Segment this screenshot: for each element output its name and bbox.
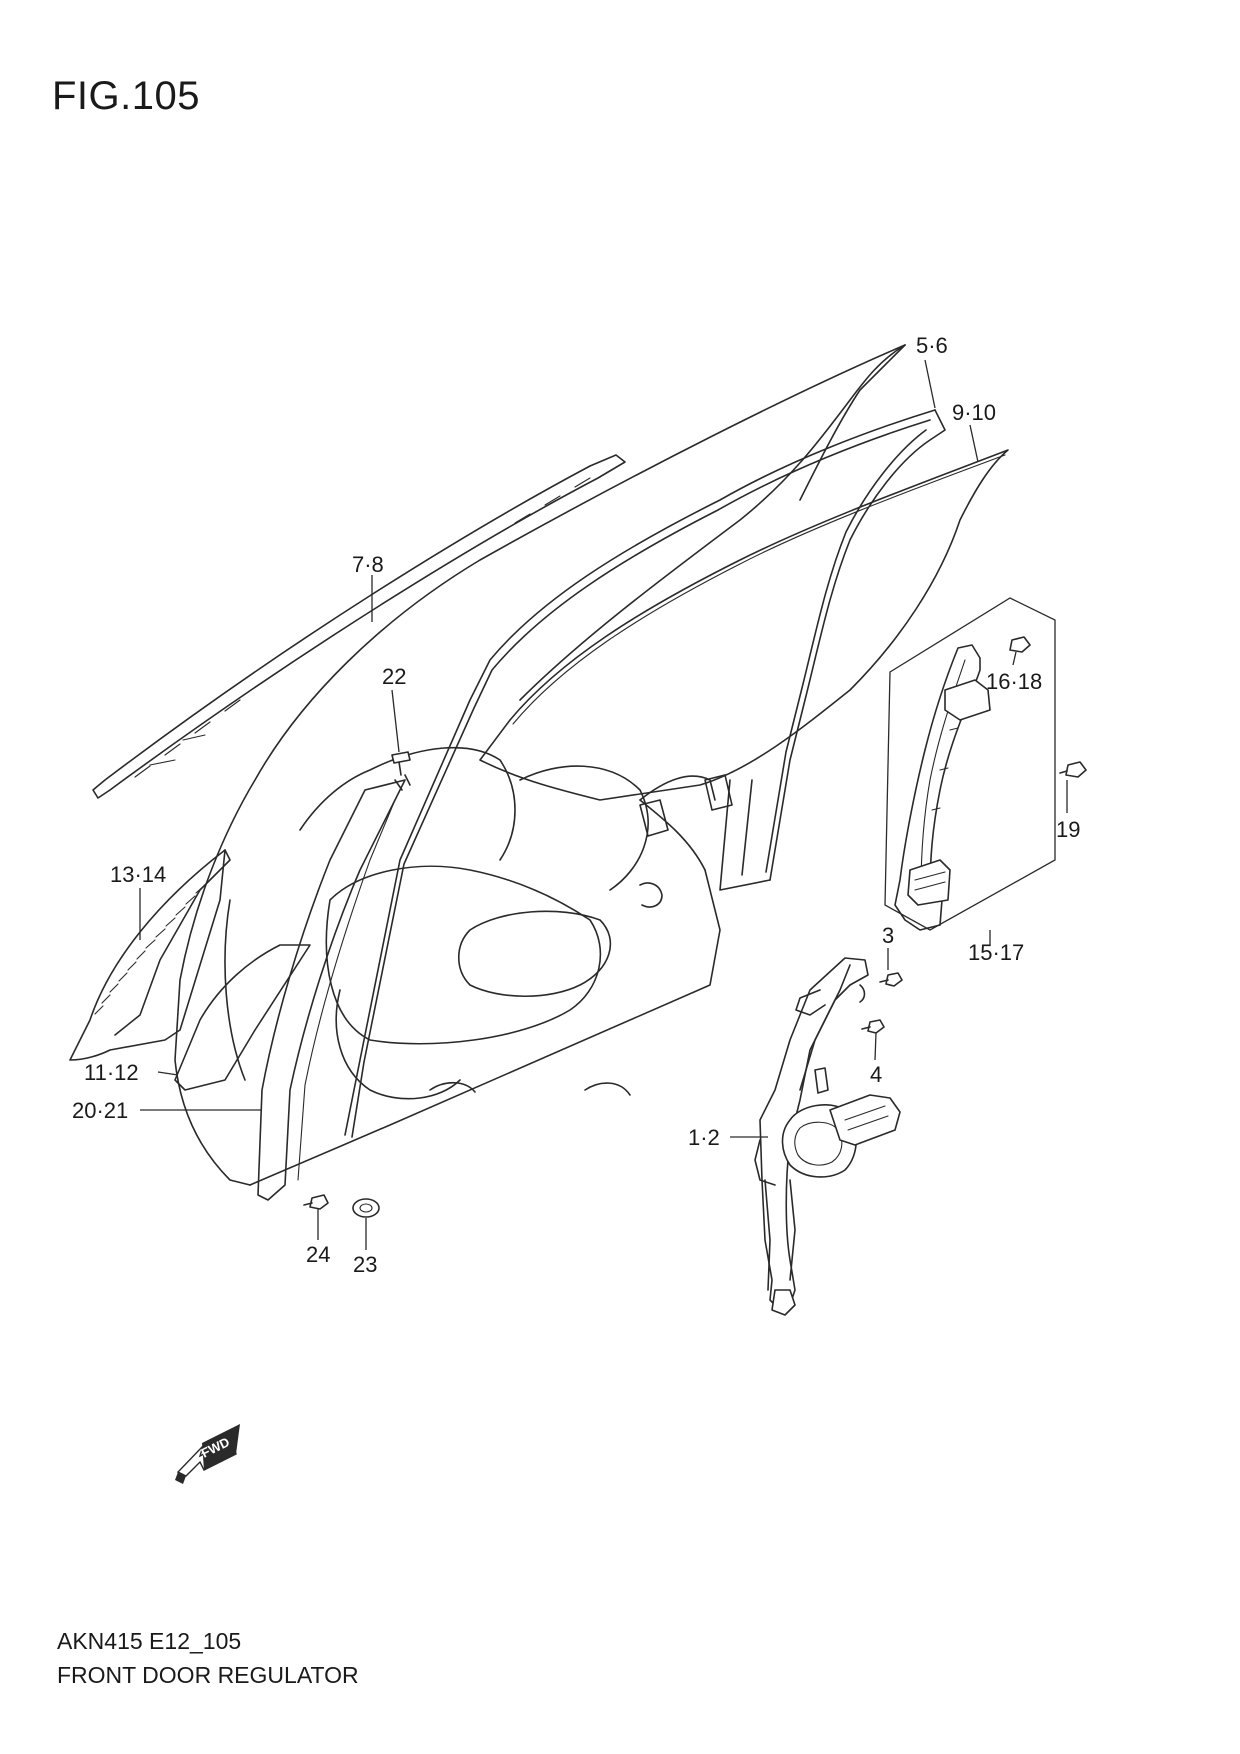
callout-22: 22: [382, 664, 406, 689]
window-regulator-with-motor: [754, 957, 901, 1316]
callouts: 5·6 9·10 7·8 22 16·18 19 13·14 15·17 3 4…: [72, 333, 1080, 1277]
door-glass: [479, 449, 1009, 801]
door-inner-panel: [174, 344, 906, 1186]
callout-5-6: 5·6: [916, 333, 948, 358]
forward-direction-arrow: FWD: [175, 1424, 240, 1484]
callout-7-8: 7·8: [352, 552, 384, 577]
bolt-19: [1059, 761, 1087, 778]
front-lower-sash-channel: [257, 774, 411, 1201]
callout-1-2: 1·2: [688, 1125, 720, 1150]
figure-name: FRONT DOOR REGULATOR: [57, 1662, 359, 1688]
callout-16-18: 16·18: [986, 669, 1042, 694]
callout-9-10: 9·10: [952, 400, 996, 425]
callout-11-12: 11·12: [84, 1060, 139, 1085]
callout-19: 19: [1056, 817, 1080, 842]
grommet-23: [352, 1198, 380, 1218]
bolt-4: [861, 1019, 885, 1034]
nut-16-18: [1009, 636, 1031, 653]
callout-24: 24: [306, 1242, 330, 1267]
front-door-quarter-sash: [69, 849, 231, 1061]
regulator-rail-assembly: [884, 597, 1056, 931]
callout-4: 4: [870, 1062, 882, 1087]
front-door-quarter-glass: [174, 944, 311, 1091]
callout-23: 23: [353, 1252, 377, 1277]
figure-code: AKN415 E12_105: [57, 1628, 242, 1654]
callout-3: 3: [882, 923, 894, 948]
leader-lines: [139, 359, 1068, 1250]
callout-20-21: 20·21: [72, 1098, 128, 1123]
bolt-24: [303, 1194, 329, 1210]
callout-15-17: 15·17: [968, 940, 1024, 965]
callout-13-14: 13·14: [110, 862, 166, 887]
bolt-22: [391, 751, 411, 776]
outer-belt-weatherstrip: [92, 454, 626, 799]
door-window-frame-molding: [344, 344, 946, 1138]
figure-title: FIG.105: [52, 74, 201, 118]
bolt-3: [879, 972, 903, 987]
